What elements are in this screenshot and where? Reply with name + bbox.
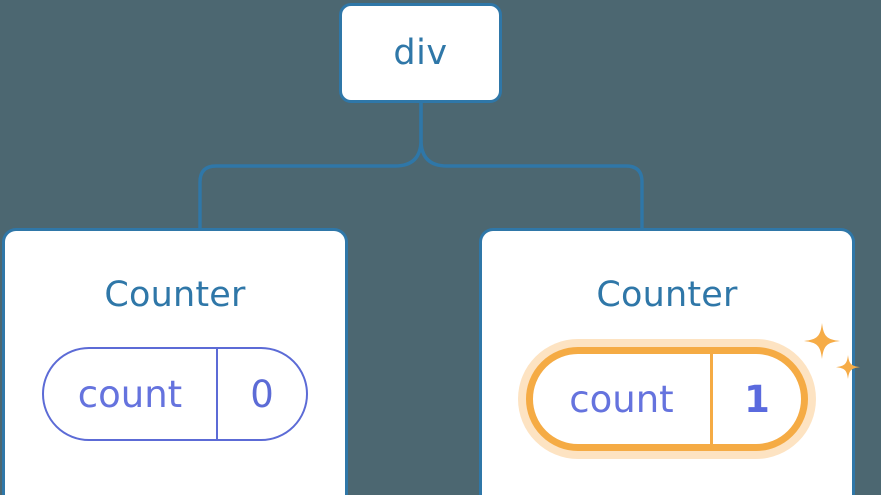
sparkle-icon-small [836,355,860,379]
state-key-cell-right: count [533,354,713,444]
counter-title-right: Counter [596,275,738,315]
tree-node-div-label: div [393,32,448,73]
tree-node-div[interactable]: div [339,3,502,103]
state-key-cell-left: count [44,349,218,439]
state-pill-right-highlighted[interactable]: count 1 [526,347,808,451]
state-value-cell-right: 1 [713,354,801,444]
state-value-cell-left: 0 [218,349,306,439]
tree-node-counter-left[interactable]: Counter count 0 [2,228,348,495]
state-pill-wrapper-left: count 0 [42,347,308,441]
state-value-right: 1 [744,377,770,421]
sparkle-icon-large [804,323,840,359]
state-pill-left[interactable]: count 0 [42,347,308,441]
state-key-right: count [569,377,674,421]
state-key-left: count [77,372,183,416]
state-pill-wrapper-right: count 1 [526,323,860,451]
tree-node-counter-right[interactable]: Counter count 1 [479,228,860,495]
counter-title-left: Counter [104,275,246,315]
state-value-left: 0 [250,372,274,416]
